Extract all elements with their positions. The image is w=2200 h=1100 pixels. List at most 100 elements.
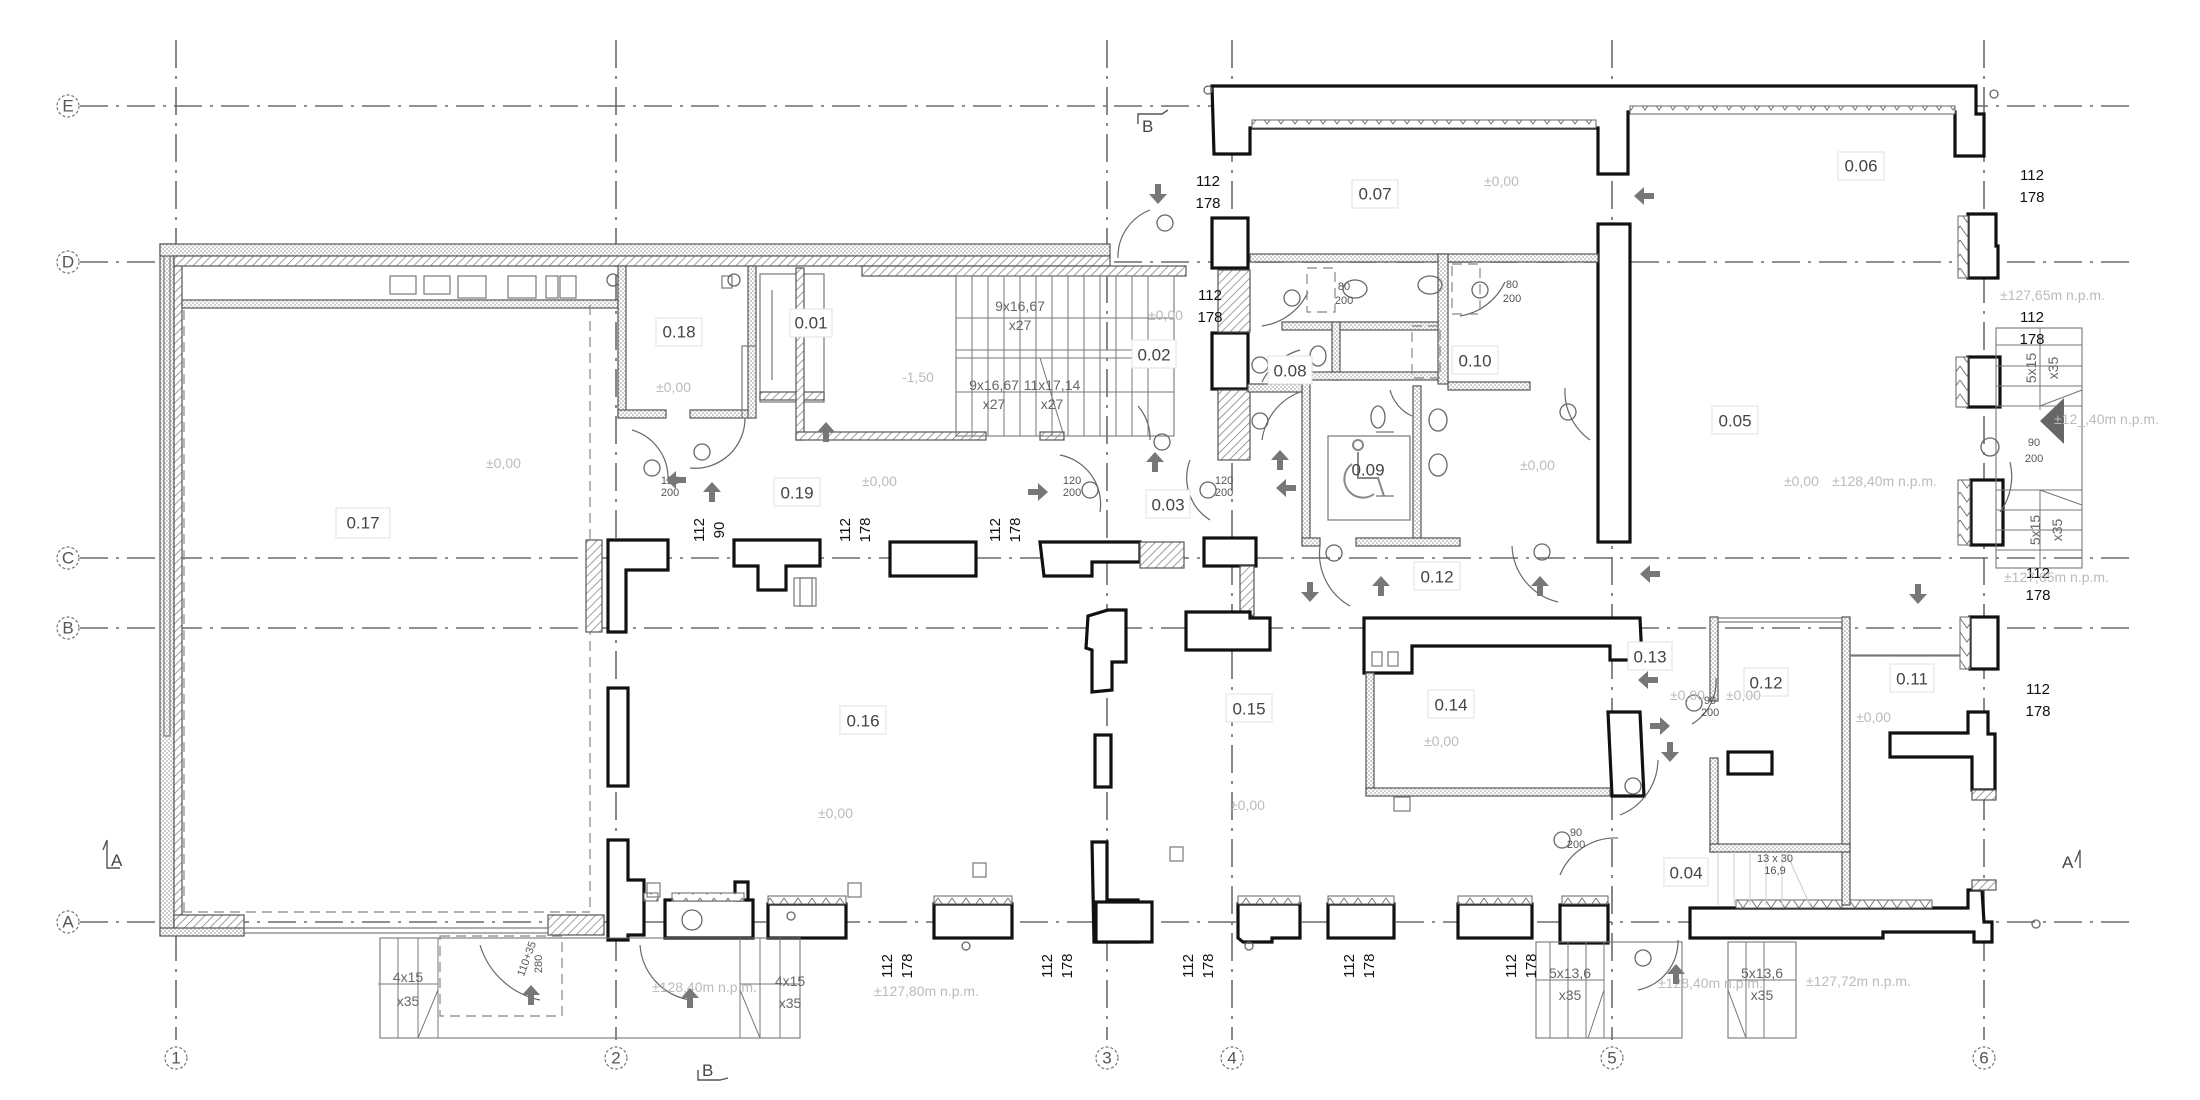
svg-text:5x13,6: 5x13,6	[1549, 965, 1591, 981]
section-markers: A A B B	[102, 109, 2081, 1081]
svg-text:0.04: 0.04	[1669, 864, 1702, 883]
svg-text:x27: x27	[1041, 396, 1064, 412]
room-0.11: 0.11	[1889, 663, 1935, 693]
svg-text:112: 112	[1039, 954, 1056, 978]
svg-text:4x15: 4x15	[775, 973, 806, 989]
svg-text:x35: x35	[2045, 357, 2061, 380]
svg-text:4x15: 4x15	[393, 969, 424, 985]
svg-text:0.07: 0.07	[1358, 185, 1391, 204]
svg-text:0.08: 0.08	[1273, 362, 1306, 381]
svg-text:90: 90	[2028, 437, 2040, 449]
section-A-east: A	[2062, 849, 2081, 872]
svg-text:±0,00: ±0,00	[1148, 307, 1183, 323]
axis-bubble-1: 1	[164, 1046, 188, 1070]
room-0.18: 0.18	[655, 317, 703, 347]
room-0.07: 0.07	[1351, 179, 1399, 209]
svg-text:5x15: 5x15	[2027, 515, 2043, 546]
svg-text:178: 178	[2025, 703, 2050, 720]
svg-text:13 x 30: 13 x 30	[1757, 853, 1793, 865]
svg-text:±0,00: ±0,00	[1784, 473, 1819, 489]
svg-text:5: 5	[1607, 1049, 1616, 1068]
room-0.15: 0.15	[1225, 693, 1273, 723]
svg-text:±0,00: ±0,00	[862, 473, 897, 489]
heavy-walls	[585, 84, 2005, 945]
svg-text:200: 200	[1335, 295, 1353, 307]
svg-text:D: D	[62, 253, 74, 272]
axis-bubble-C: C	[56, 546, 80, 570]
room-0.10: 0.10	[1451, 345, 1499, 375]
window-dimensions: 112 178 112 178 112 178 112 178 112 178 …	[691, 167, 2051, 979]
svg-text:200: 200	[661, 487, 679, 499]
room-0.03: 0.03	[1145, 489, 1191, 519]
room-0.04: 0.04	[1663, 857, 1709, 887]
room-labels: 0.01 0.02 0.03 0.04 0.05 0.06 0.07 0.08 …	[335, 151, 1935, 887]
svg-text:112: 112	[2020, 309, 2044, 326]
svg-text:0.03: 0.03	[1151, 496, 1184, 515]
svg-text:200: 200	[1215, 487, 1233, 499]
room-0.05: 0.05	[1711, 405, 1759, 435]
svg-text:200: 200	[1063, 487, 1081, 499]
svg-text:112: 112	[879, 954, 896, 978]
svg-text:E: E	[62, 97, 73, 116]
svg-text:178: 178	[857, 517, 874, 542]
svg-text:x27: x27	[1009, 317, 1032, 333]
svg-text:±0,00: ±0,00	[486, 455, 521, 471]
svg-text:178: 178	[1523, 953, 1540, 978]
svg-text:90: 90	[1570, 827, 1582, 839]
svg-text:±128,40m n.p.m.: ±128,40m n.p.m.	[652, 979, 757, 995]
svg-text:±0,00: ±0,00	[818, 805, 853, 821]
svg-text:x35: x35	[2049, 519, 2065, 542]
svg-text:0.10: 0.10	[1458, 352, 1491, 371]
svg-text:280: 280	[533, 955, 545, 973]
axis-bubble-2: 2	[604, 1046, 628, 1070]
svg-text:200: 200	[1701, 707, 1719, 719]
west-wing-walls	[159, 243, 1111, 937]
svg-text:90: 90	[711, 522, 728, 539]
svg-text:±127,65m n.p.m.: ±127,65m n.p.m.	[2000, 287, 2105, 303]
svg-text:±127,72m n.p.m.: ±127,72m n.p.m.	[1806, 973, 1911, 989]
room-0.12-small: 0.12	[1743, 667, 1789, 697]
svg-text:5x15: 5x15	[2023, 353, 2039, 384]
axis-bubble-B: B	[56, 616, 80, 640]
main-stair: 9x16,67 x27 9x16,67 x27 11x17,14 x27	[955, 275, 1175, 437]
svg-text:C: C	[62, 549, 74, 568]
axis-bubble-6: 6	[1972, 1046, 1996, 1070]
svg-text:0.06: 0.06	[1844, 157, 1877, 176]
svg-text:178: 178	[1007, 517, 1024, 542]
svg-text:112: 112	[1341, 954, 1358, 978]
svg-text:112: 112	[1198, 287, 1222, 304]
svg-text:0.12: 0.12	[1749, 674, 1782, 693]
svg-text:178: 178	[2019, 331, 2044, 348]
svg-text:112: 112	[1180, 954, 1197, 978]
svg-text:0.02: 0.02	[1137, 346, 1170, 365]
svg-text:200: 200	[2025, 453, 2043, 465]
svg-text:90: 90	[1704, 695, 1716, 707]
svg-text:A: A	[62, 913, 74, 932]
svg-text:5x13,6: 5x13,6	[1741, 965, 1783, 981]
svg-text:B: B	[702, 1061, 713, 1080]
svg-text:1: 1	[171, 1049, 180, 1068]
svg-text:112: 112	[691, 518, 708, 542]
svg-text:11x17,14: 11x17,14	[1024, 377, 1081, 393]
axis-bubble-5: 5	[1600, 1046, 1624, 1070]
section-B-south: B	[697, 1061, 729, 1081]
svg-text:0.19: 0.19	[780, 484, 813, 503]
svg-text:±0,00: ±0,00	[1520, 457, 1555, 473]
room-0.06: 0.06	[1837, 151, 1885, 181]
svg-text:120: 120	[1063, 475, 1081, 487]
axis-bubble-D: D	[56, 250, 80, 274]
svg-text:x35: x35	[397, 993, 420, 1009]
svg-text:6: 6	[1979, 1049, 1988, 1068]
svg-text:A: A	[2062, 853, 2074, 872]
wc-fixtures	[1306, 263, 1481, 521]
svg-text:178: 178	[1059, 953, 1076, 978]
svg-text:0.01: 0.01	[794, 314, 827, 333]
room-0.13: 0.13	[1627, 641, 1673, 671]
svg-text:9x16,67: 9x16,67	[969, 377, 1019, 393]
axis-bubble-E: E	[56, 94, 80, 118]
svg-text:±128,40m n.p.m.: ±128,40m n.p.m.	[1658, 975, 1763, 991]
svg-text:±0,00: ±0,00	[1424, 733, 1459, 749]
wheelchair-icon	[1343, 439, 1385, 499]
axis-bubble-4: 4	[1220, 1046, 1244, 1070]
room-0.16: 0.16	[839, 705, 887, 735]
